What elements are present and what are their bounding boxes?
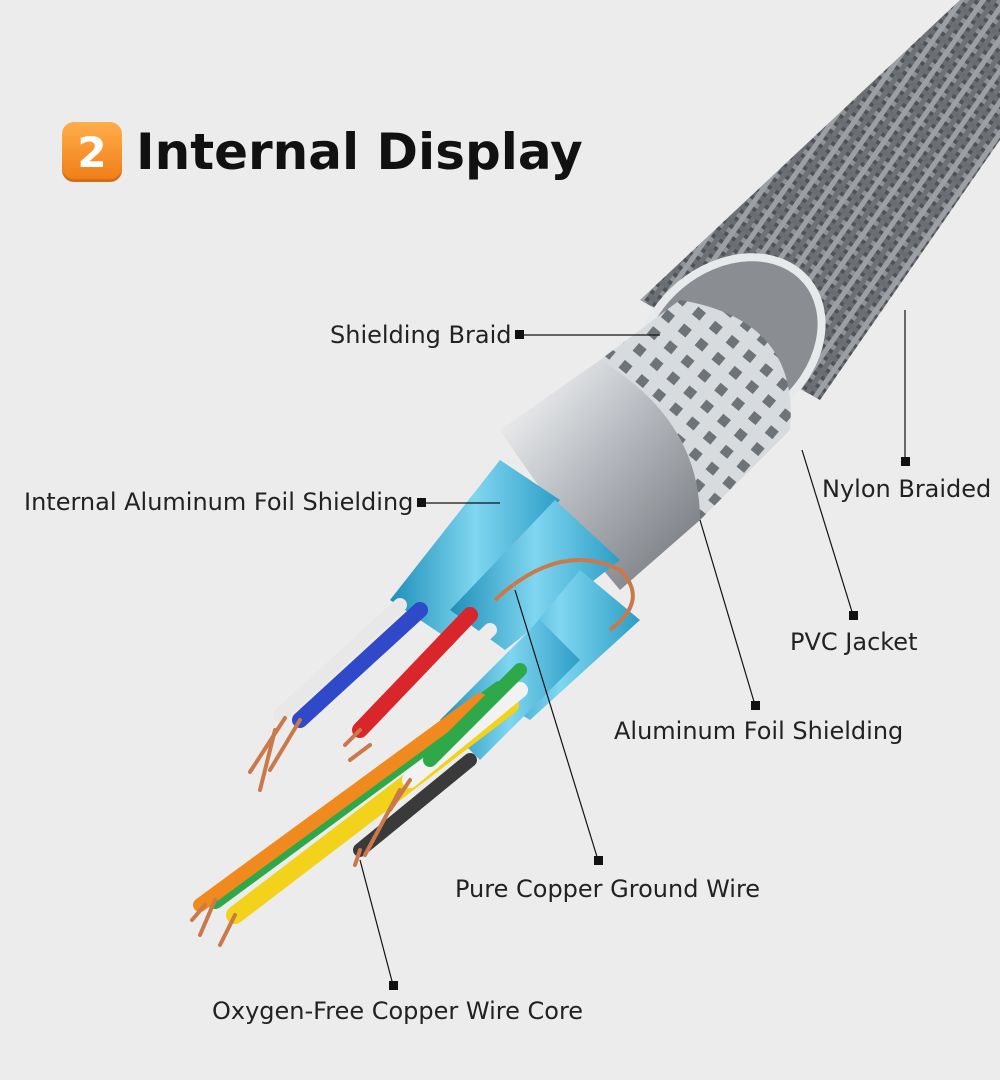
leader-markers bbox=[389, 330, 910, 990]
foil-pair-1 bbox=[390, 460, 560, 640]
label-pvc-jacket: PVC Jacket bbox=[790, 628, 918, 656]
label-aluminum-foil: Aluminum Foil Shielding bbox=[614, 717, 904, 745]
shielding-braid-shape bbox=[600, 300, 791, 520]
aluminum-foil-shape bbox=[500, 360, 700, 590]
conductor-wires bbox=[193, 598, 528, 924]
ground-wire bbox=[493, 558, 635, 632]
leader-lines bbox=[359, 310, 906, 986]
label-nylon-braided: Nylon Braided bbox=[822, 475, 992, 503]
label-wire-core: Oxygen-Free Copper Wire Core bbox=[212, 997, 584, 1025]
step-number-badge: 2 bbox=[62, 122, 122, 182]
label-shielding-braid: Shielding Braid bbox=[330, 321, 512, 349]
label-ground-wire: Pure Copper Ground Wire bbox=[455, 875, 761, 903]
section-header: 2 Internal Display bbox=[62, 120, 583, 184]
foil-pair-2 bbox=[450, 500, 620, 650]
label-internal-foil: Internal Aluminum Foil Shielding bbox=[24, 488, 414, 516]
page-title: Internal Display bbox=[136, 123, 583, 181]
copper-strands bbox=[190, 716, 412, 947]
